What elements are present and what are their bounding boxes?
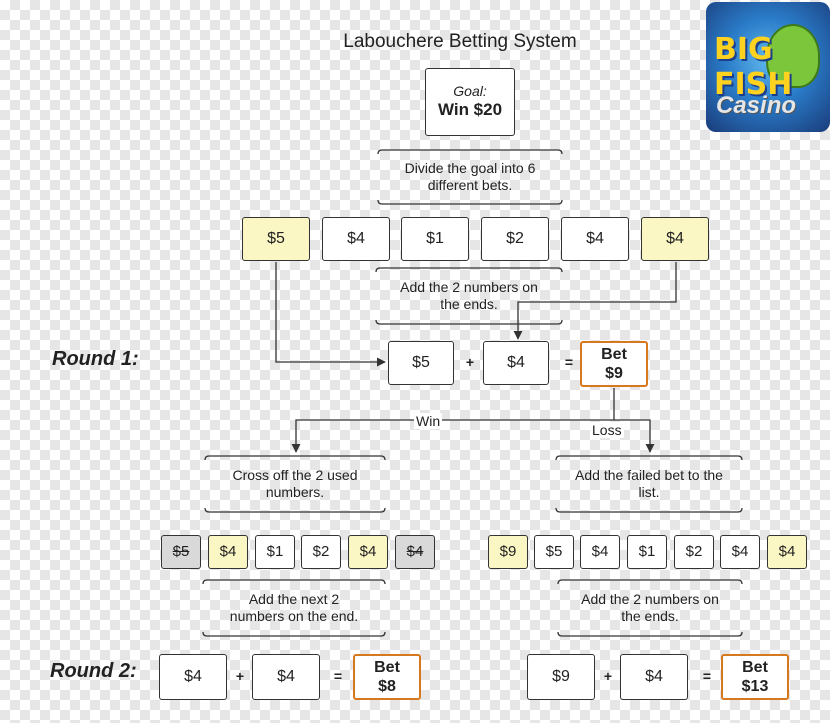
note-add-failed: Add the failed bet to the list.: [575, 466, 723, 501]
initial-bet-2: $4: [322, 217, 390, 261]
win-list-item-6: $4: [395, 535, 435, 569]
loss-list-item-6: $4: [720, 535, 760, 569]
arrow-last-to-round1: [513, 262, 677, 340]
bracket-add-ends-bottom: [375, 319, 563, 325]
round2-loss-plus: +: [603, 668, 613, 684]
arrow-first-to-round1: [275, 262, 386, 367]
initial-bet-6: $4: [641, 217, 709, 261]
round2-win-bet-amount: $8: [378, 678, 396, 695]
note-cross-off: Cross off the 2 used numbers.: [232, 466, 358, 501]
round2-win-operand-b: $4: [252, 654, 320, 700]
round1-label: Round 1:: [52, 348, 139, 370]
round2-win-plus: +: [235, 668, 245, 684]
initial-bet-3: $1: [401, 217, 469, 261]
round2-loss-operand-a: $9: [527, 654, 595, 700]
fish-icon: [766, 24, 820, 88]
edge-loss-label: Loss: [590, 422, 624, 438]
goal-label: Goal:: [453, 83, 487, 100]
logo-text-line1: BIG FISH: [714, 32, 793, 102]
initial-bet-4: $2: [481, 217, 549, 261]
note-divide: Divide the goal into 6 different bets.: [404, 159, 536, 194]
loss-list-item-7: $4: [767, 535, 807, 569]
round2-loss-bet-amount: $13: [741, 678, 769, 695]
bracket-add-next: [202, 579, 386, 585]
round2-win-equals: =: [333, 668, 343, 684]
note-add-next: Add the next 2 numbers on the end.: [229, 590, 359, 625]
note-add-ends-loss: Add the 2 numbers on the ends.: [581, 590, 719, 625]
bracket-divide: [377, 149, 563, 155]
round1-operand-b: $4: [483, 341, 549, 385]
win-list-item-3: $1: [255, 535, 295, 569]
arrow-bet-branch: [291, 388, 615, 453]
goal-box: Goal: Win $20: [425, 68, 515, 136]
round1-equals: =: [564, 354, 574, 370]
round1-bet: Bet $9: [580, 341, 648, 387]
round1-bet-amount: $9: [605, 365, 623, 382]
loss-list-item-3: $4: [580, 535, 620, 569]
win-list-item-2: $4: [208, 535, 248, 569]
goal-value: Win $20: [437, 100, 503, 120]
bracket-add-ends-loss-bottom: [557, 631, 743, 637]
round2-loss-bet-label: Bet: [742, 658, 768, 676]
arrow-loss-branch: [614, 419, 655, 453]
initial-bet-5: $4: [561, 217, 629, 261]
round2-loss-bet: Bet $13: [721, 654, 789, 700]
round2-loss-operand-b: $4: [620, 654, 688, 700]
loss-list-item-1: $9: [488, 535, 528, 569]
bracket-add-next-bottom: [202, 631, 386, 637]
initial-bet-1: $5: [242, 217, 310, 261]
diagram-title: Labouchere Betting System: [343, 31, 577, 52]
bracket-add-ends-loss: [557, 579, 743, 585]
win-list-item-5: $4: [348, 535, 388, 569]
loss-list-item-4: $1: [627, 535, 667, 569]
big-fish-casino-logo: BIG FISH Casino: [706, 2, 830, 132]
round2-loss-equals: =: [702, 668, 712, 684]
round2-label: Round 2:: [50, 660, 137, 682]
bracket-divide-bottom: [377, 199, 563, 205]
note-add-ends: Add the 2 numbers on the ends.: [400, 278, 538, 313]
bracket-add-failed: [555, 455, 743, 461]
edge-win-label: Win: [414, 413, 443, 429]
bracket-add-ends: [375, 267, 563, 273]
win-list-item-4: $2: [301, 535, 341, 569]
round2-win-bet-label: Bet: [374, 658, 400, 676]
round2-win-bet: Bet $8: [353, 654, 421, 700]
round1-bet-label: Bet: [601, 345, 627, 363]
loss-list-item-2: $5: [534, 535, 574, 569]
bracket-cross-off: [204, 455, 386, 461]
round1-operand-a: $5: [388, 341, 454, 385]
logo-text-line2: Casino: [716, 92, 797, 119]
bracket-add-failed-bottom: [555, 507, 743, 513]
round2-win-operand-a: $4: [159, 654, 227, 700]
loss-list-item-5: $2: [674, 535, 714, 569]
win-list-item-1: $5: [161, 535, 201, 569]
bracket-cross-off-bottom: [204, 507, 386, 513]
round1-plus: +: [465, 354, 475, 370]
